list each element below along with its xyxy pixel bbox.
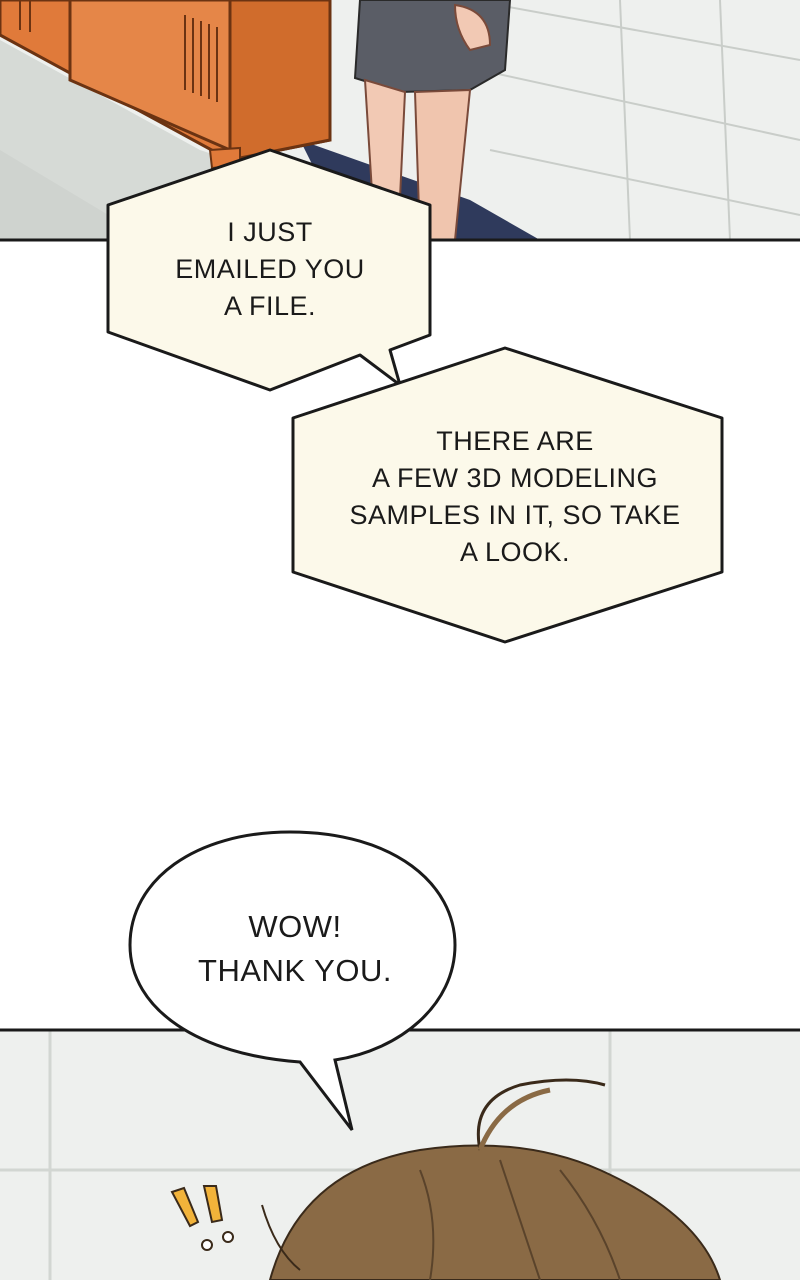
speech-bubble-2-text: THERE ARE A FEW 3D MODELING SAMPLES IN I… [349, 426, 681, 567]
locker [0, 0, 332, 170]
exclamation-effect [170, 1185, 234, 1251]
speech-bubble-1-shape [106, 148, 432, 392]
speech-bubble-1-text: I JUST EMAILED YOU A FILE. [175, 217, 365, 321]
character-hair [261, 1078, 722, 1280]
top-panel [0, 0, 800, 242]
bottom-panel [0, 1028, 800, 1280]
speech-bubble-3-shape [128, 830, 457, 1131]
speech-bubble-2-shape [291, 346, 724, 644]
speech-bubble-3-text: WOW! THANK YOU. [198, 909, 392, 988]
